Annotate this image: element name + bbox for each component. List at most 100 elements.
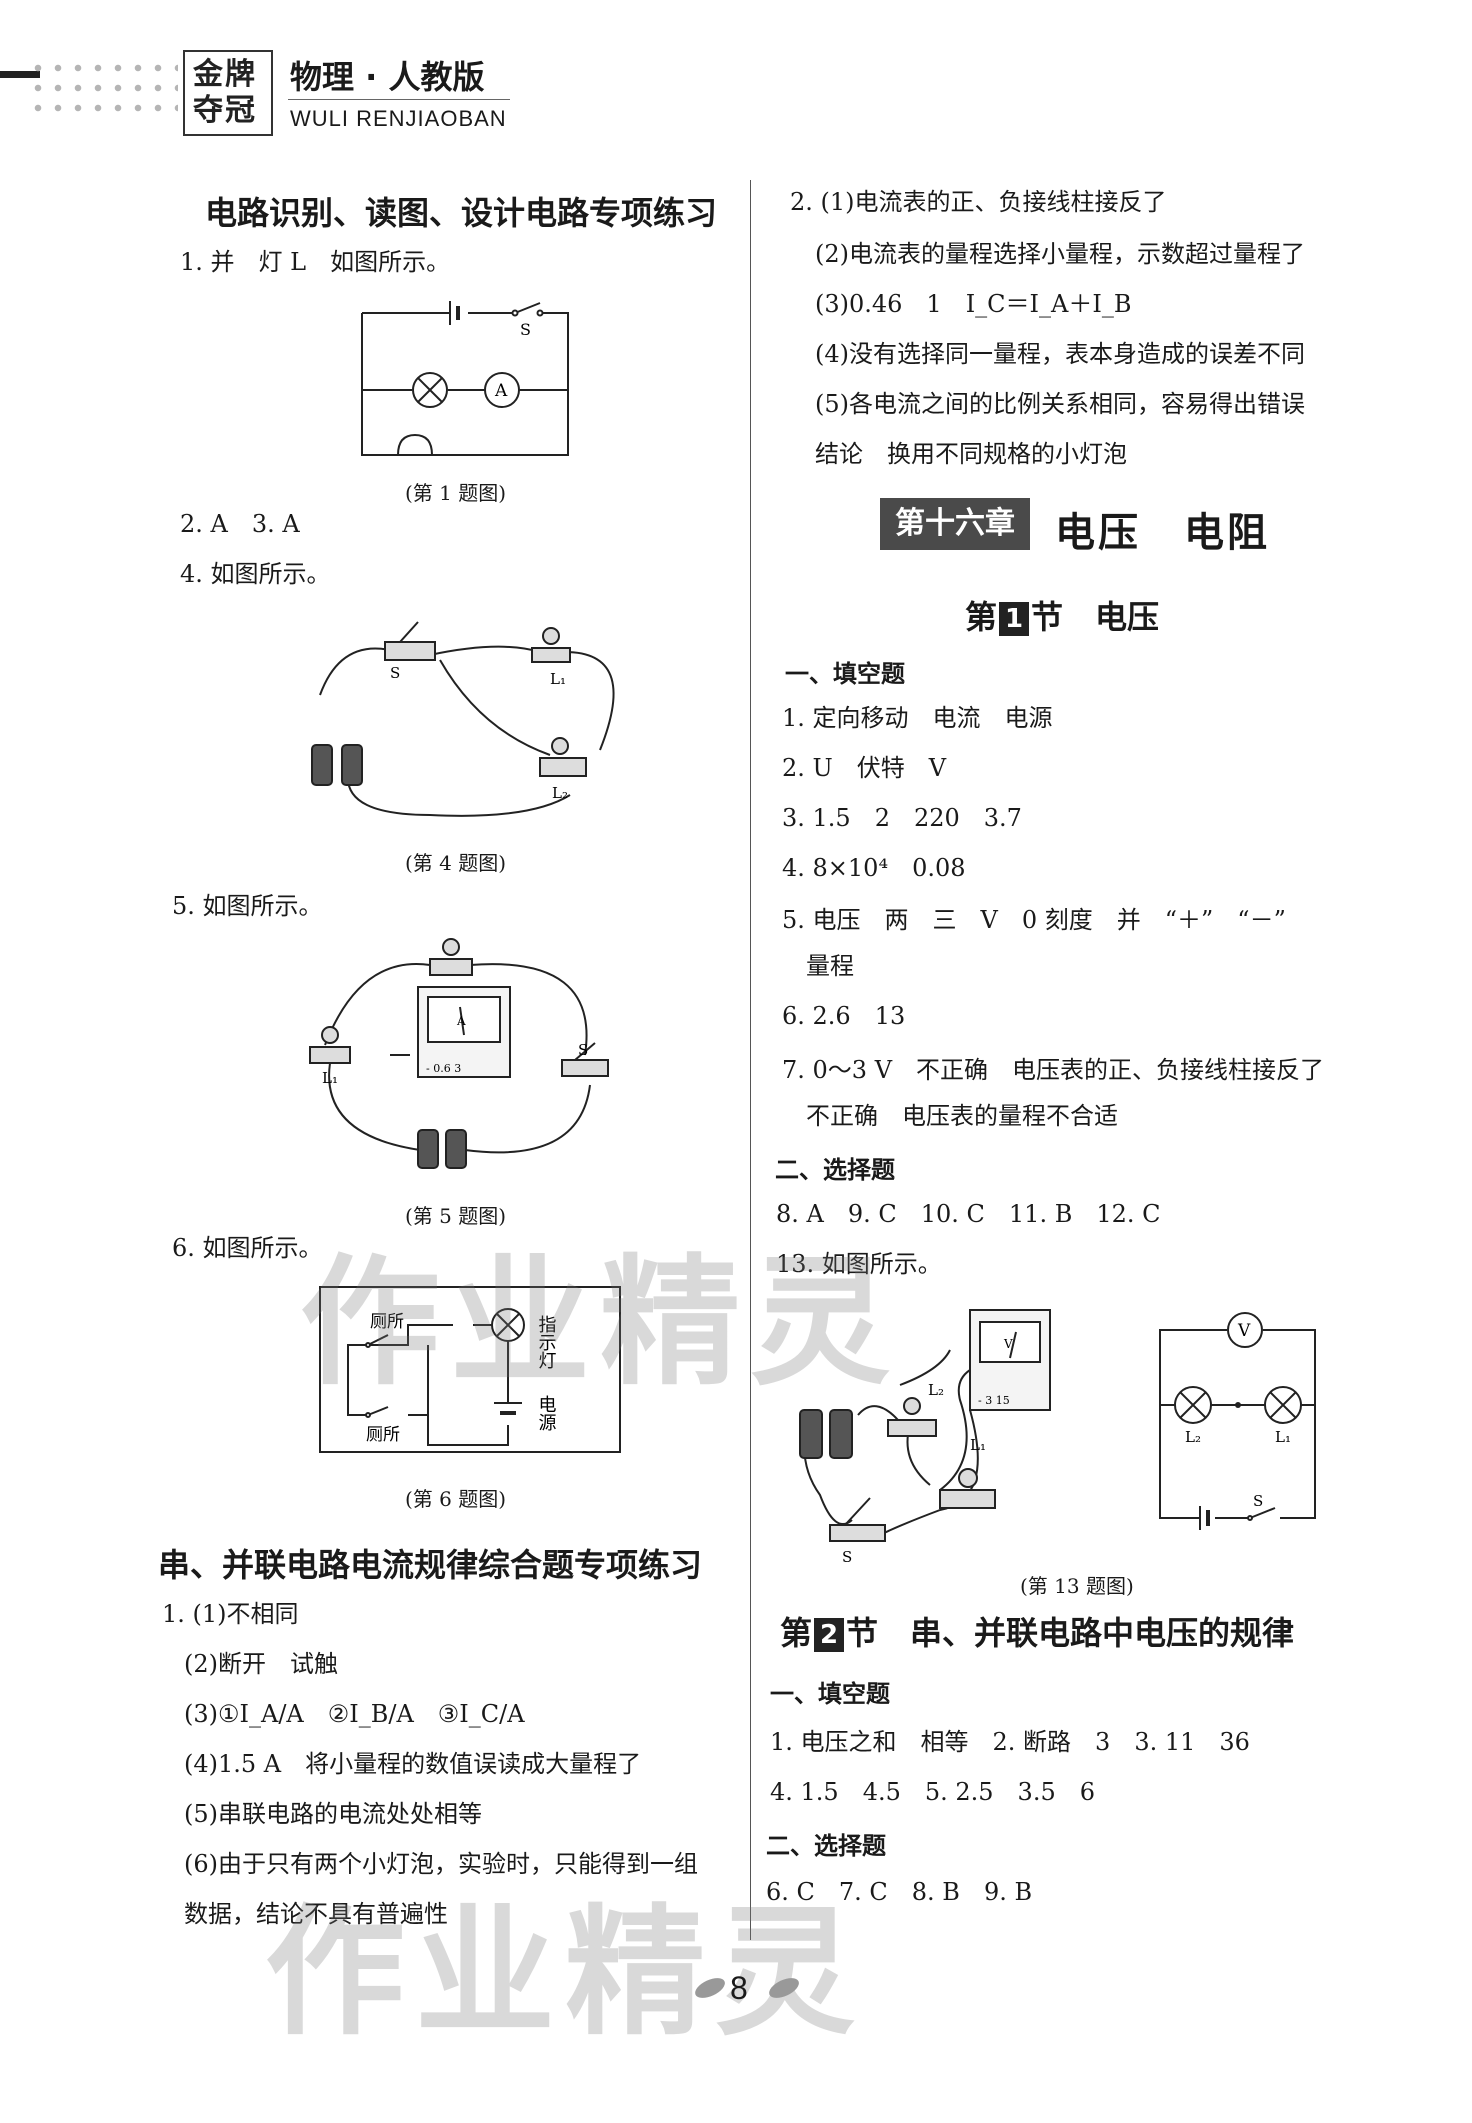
- fig4-l1-label: L₁: [550, 670, 566, 688]
- page-leaf-ornament: [695, 1978, 799, 1998]
- answer-current-1: 1. (1)不相同: [162, 1600, 299, 1628]
- switch-component: [561, 1042, 609, 1077]
- lamp-l2-symbol: [1174, 1386, 1212, 1424]
- answer-d1: 1. 电压之和 相等 2. 断路 3 3. 11 36: [770, 1728, 1250, 1756]
- fig13-l2-symbol-label: L₂: [1185, 1428, 1201, 1446]
- fig5-switch-label: S: [578, 1041, 588, 1059]
- section-title-circuit-design: 电路识别、读图、设计电路专项练习: [205, 194, 718, 232]
- switch-toilet-2: [365, 1406, 389, 1418]
- section-2-name: 节 串、并联电路中电压的规律: [846, 1614, 1295, 1652]
- figure-13-schematic: V L₂ L₁ S: [1159, 1312, 1316, 1530]
- fig6-indicator-label: 指示灯: [536, 1315, 557, 1369]
- voltmeter-component: [969, 1309, 1051, 1411]
- ammeter-symbol: [484, 372, 520, 408]
- answer-q4: 4. 如图所示。: [180, 560, 331, 588]
- battery-symbol: [1199, 1506, 1210, 1530]
- answer-b4: (4)没有选择同一量程，表本身造成的误差不同: [815, 340, 1305, 368]
- fill-in-heading: 一、填空题: [785, 660, 905, 688]
- answer-c1: 1. 定向移动 电流 电源: [782, 704, 1053, 732]
- switch-component: [829, 1497, 886, 1542]
- lamp-symbol: [412, 372, 448, 408]
- fig4-switch-label: S: [390, 664, 400, 682]
- answer-b3: (3)0.46 1 I_C＝I_A＋I_B: [815, 290, 1132, 318]
- caption-fig5: (第 5 题图): [405, 1204, 507, 1228]
- answer-current-6: (6)由于只有两个小灯泡，实验时，只能得到一组: [184, 1850, 698, 1878]
- section-1-prefix: 第: [965, 598, 998, 636]
- caption-fig13: (第 13 题图): [1020, 1574, 1134, 1598]
- answer-current-4: (4)1.5 A 将小量程的数值误读成大量程了: [184, 1750, 642, 1778]
- brand-logo: 金牌 夺冠: [183, 50, 273, 136]
- fig13-meter-v-label: V: [1003, 1337, 1013, 1351]
- answer-c5: 5. 电压 两 三 V 0 刻度 并 “＋” “－”: [782, 906, 1286, 934]
- section-2-prefix: 第: [780, 1614, 813, 1652]
- switch-symbol: [1247, 1507, 1276, 1521]
- section-2-number: 2: [814, 1618, 845, 1652]
- answer-c3: 3. 1.5 2 220 3.7: [782, 804, 1022, 832]
- watermark-bottom: 作业精灵: [265, 1892, 866, 2055]
- column-divider: [750, 180, 751, 1940]
- fig5-meter-scale: - 0.6 3: [426, 1062, 461, 1075]
- chapter-title: 电压 电阻: [1055, 510, 1270, 556]
- section-title-current-rules: 串、并联电路电流规律综合题专项练习: [158, 1546, 703, 1584]
- lamp-l1-component: [309, 1026, 351, 1064]
- fig5-meter-a-label: A: [456, 1014, 466, 1028]
- fig6-toilet-label-2: 厕所: [366, 1425, 400, 1445]
- fig1-ammeter-label: A: [494, 381, 508, 401]
- page-number: 8: [730, 1970, 748, 2006]
- lamp-l1-component: [531, 627, 571, 663]
- fig1-switch-label: S: [520, 320, 531, 339]
- answer-c5-cont: 量程: [806, 952, 854, 980]
- section-1-name: 节 电压: [1031, 598, 1160, 636]
- voltmeter-symbol: [1227, 1312, 1263, 1348]
- header-bar: [0, 71, 40, 78]
- switch-symbol: [511, 302, 544, 317]
- fig6-power-label: 电源: [536, 1395, 557, 1432]
- fig13-l1-label: L₁: [970, 1436, 986, 1454]
- answer-c7-cont: 不正确 电压表的量程不合适: [806, 1102, 1118, 1130]
- answer-q6: 6. 如图所示。: [172, 1234, 323, 1262]
- figure-4-circuit: S L₁ L₂: [311, 621, 615, 817]
- battery-component: [417, 1129, 467, 1169]
- lamp-l1-symbol: [1264, 1386, 1302, 1424]
- brand-line1: 金牌: [193, 57, 257, 92]
- lamp-l2-component: [429, 938, 473, 976]
- answer-q2-q3: 2. A 3. A: [180, 510, 300, 538]
- header-dots: [28, 58, 178, 118]
- caption-fig4: (第 4 题图): [405, 851, 507, 875]
- figure-13-physical: L₂ L₁ V - 3 15 S: [799, 1309, 1051, 1566]
- ammeter-component: [417, 986, 511, 1078]
- figure-6-circuit: 厕所 厕所 指示灯 电源: [319, 1286, 621, 1453]
- answer-q5: 5. 如图所示。: [172, 892, 323, 920]
- switch-component: [384, 621, 436, 661]
- fig13-switch-symbol-label: S: [1253, 1492, 1263, 1510]
- answer-c2: 2. U 伏特 V: [782, 754, 947, 782]
- fig5-l1-label: L₁: [322, 1069, 338, 1087]
- lamp-l1-component: [939, 1468, 996, 1509]
- switch-toilet-1: [365, 1334, 389, 1348]
- answer-current-3: (3)①I_A/A ②I_B/A ③I_C/A: [184, 1700, 525, 1728]
- fig6-toilet-label-1: 厕所: [370, 1312, 404, 1332]
- answer-current-2: (2)断开 试触: [184, 1650, 338, 1678]
- figure-5-circuit: L₂ L₁ A - 0.6 3 S: [309, 938, 609, 1169]
- answer-c8-12: 8. A 9. C 10. C 11. B 12. C: [776, 1200, 1161, 1228]
- answer-c7: 7. 0～3 V 不正确 电压表的正、负接线柱接反了: [782, 1056, 1325, 1084]
- chapter-label: 第十六章: [880, 498, 1030, 550]
- bell-symbol: [397, 433, 433, 456]
- section-1-number: 1: [999, 602, 1030, 636]
- choice-heading: 二、选择题: [775, 1156, 895, 1184]
- fig13-switch-label: S: [842, 1548, 852, 1566]
- answer-b1: 2. (1)电流表的正、负接线柱接反了: [790, 188, 1167, 216]
- choice-heading-2: 二、选择题: [766, 1832, 886, 1860]
- subject-title: 物理 · 人教版: [290, 58, 485, 96]
- answer-d3: 6. C 7. C 8. B 9. B: [766, 1878, 1033, 1906]
- watermark-top: 作业精灵: [300, 1242, 901, 1405]
- answer-d2: 4. 1.5 4.5 5. 2.5 3.5 6: [770, 1778, 1095, 1806]
- answer-q1: 1. 并 灯 L 如图所示。: [180, 248, 451, 276]
- answer-c6: 6. 2.6 13: [782, 1002, 906, 1030]
- battery-symbol: [449, 301, 460, 325]
- answer-current-5: (5)串联电路的电流处处相等: [184, 1800, 482, 1828]
- answer-b6: 结论 换用不同规格的小灯泡: [815, 440, 1127, 468]
- brand-line2: 夺冠: [193, 93, 257, 128]
